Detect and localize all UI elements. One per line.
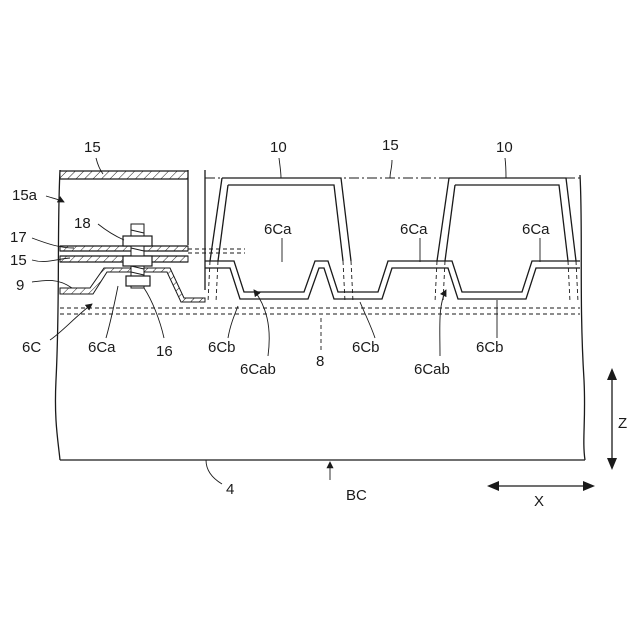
axis-x xyxy=(487,481,595,491)
label-18: 18 xyxy=(74,215,91,232)
label-8: 8 xyxy=(316,353,324,370)
panel-15-left xyxy=(60,171,188,179)
label-6Cb-1: 6Cb xyxy=(208,339,236,356)
label-6Ca-1: 6Ca xyxy=(264,221,292,238)
bolt-16 xyxy=(123,224,152,288)
label-6Cb-3: 6Cb xyxy=(476,339,504,356)
label-Z: Z xyxy=(618,415,627,432)
label-10-b: 10 xyxy=(496,139,513,156)
label-6Ca-3: 6Ca xyxy=(522,221,550,238)
label-X: X xyxy=(534,493,544,510)
label-15-left: 15 xyxy=(10,252,27,269)
label-17: 17 xyxy=(10,229,27,246)
axis-z xyxy=(607,368,617,470)
leader-lines xyxy=(32,158,540,484)
label-15-top-left: 15 xyxy=(84,139,101,156)
label-9: 9 xyxy=(16,277,24,294)
member-10-b xyxy=(435,178,578,302)
label-6Cab-2: 6Cab xyxy=(414,361,450,378)
label-15a: 15a xyxy=(12,187,38,204)
label-15-top-mid: 15 xyxy=(382,137,399,154)
labels: 15 10 15 10 15a 18 17 15 9 6C 6Ca 16 6Ca… xyxy=(10,137,627,510)
label-10-a: 10 xyxy=(270,139,287,156)
beam-body xyxy=(55,170,585,460)
rebar-8 xyxy=(60,308,580,314)
label-6Cb-2: 6Cb xyxy=(352,339,380,356)
label-6C: 6C xyxy=(22,339,41,356)
member-10-a xyxy=(208,178,353,302)
label-6Ca-2: 6Ca xyxy=(400,221,428,238)
label-BC: BC xyxy=(346,487,367,504)
label-16: 16 xyxy=(156,343,173,360)
left-joint xyxy=(60,246,245,302)
label-6Cab-1: 6Cab xyxy=(240,361,276,378)
label-4: 4 xyxy=(226,481,234,498)
label-6Ca-bolt: 6Ca xyxy=(88,339,116,356)
deck-plate-6C xyxy=(205,261,580,299)
